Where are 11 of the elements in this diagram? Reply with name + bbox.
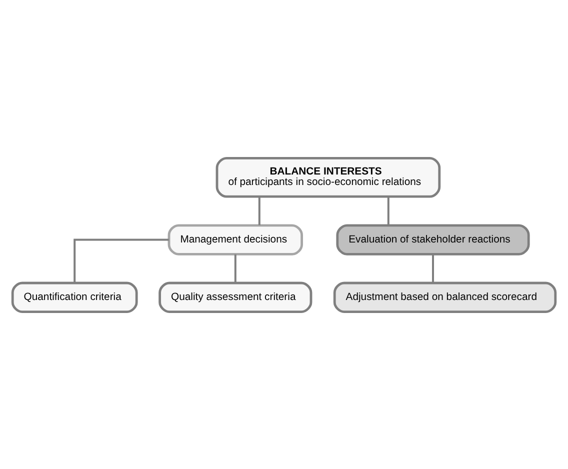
connector <box>387 196 390 225</box>
node-box: Evaluation of stakeholder reactions <box>336 224 530 255</box>
node-box: Quantification criteria <box>11 281 138 312</box>
connector <box>74 238 169 282</box>
connector <box>432 254 434 282</box>
connector <box>258 196 260 225</box>
node-box: Management decisions <box>168 224 303 255</box>
node-box: Quality assessment criteria <box>158 281 312 312</box>
node-box: BALANCE INTERESTS of participants in socio-economic relations <box>216 156 441 198</box>
node-box: Adjustment based on balanced scorecard <box>333 281 557 312</box>
connector <box>234 254 236 282</box>
